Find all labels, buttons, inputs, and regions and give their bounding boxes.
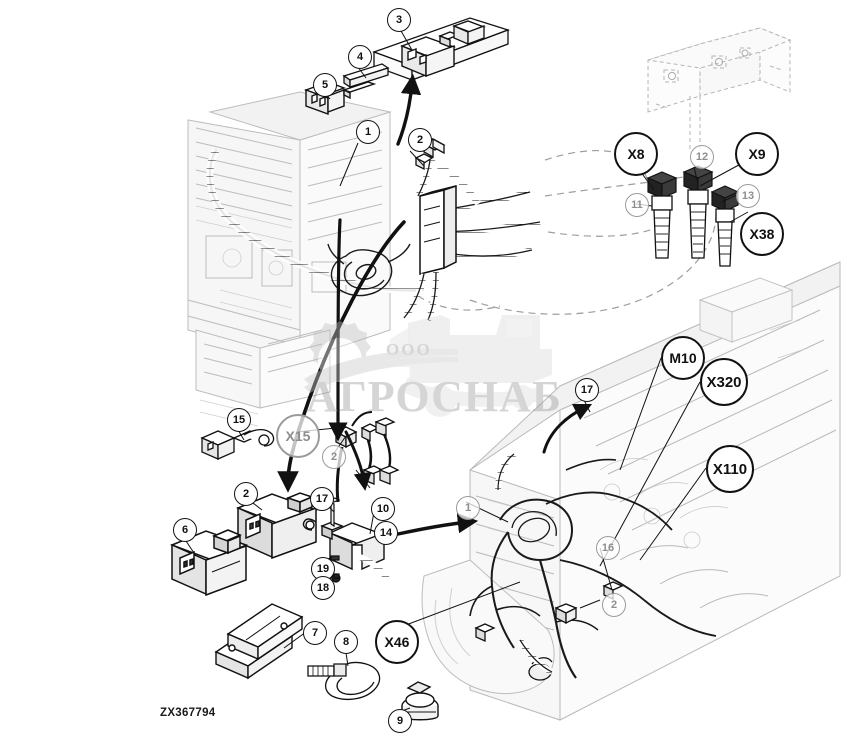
connector-label-x320[interactable]: X320 <box>700 358 748 406</box>
sensor-connector-12 <box>682 165 714 259</box>
item-callout-2[interactable]: 2 <box>602 593 626 617</box>
item-callout-2[interactable]: 2 <box>234 482 258 506</box>
item-callout-12[interactable]: 12 <box>690 145 714 169</box>
sensor-connector-x38 <box>710 185 740 267</box>
connector-label-m10[interactable]: M10 <box>661 336 705 380</box>
item-callout-15[interactable]: 15 <box>227 408 251 432</box>
harness-coil-left <box>327 243 411 297</box>
reference-arrows <box>277 73 593 536</box>
item-callout-8[interactable]: 8 <box>334 630 358 654</box>
item-callout-1[interactable]: 1 <box>456 496 480 520</box>
item-callout-7[interactable]: 7 <box>303 621 327 645</box>
item-callout-9[interactable]: 9 <box>388 709 412 733</box>
item-callout-16[interactable]: 16 <box>596 536 620 560</box>
item-callout-3[interactable]: 3 <box>387 8 411 32</box>
bracket-fasteners <box>667 49 749 81</box>
harness-sleeve-right <box>495 451 554 675</box>
item-callout-17[interactable]: 17 <box>575 378 599 402</box>
connector-label-x38[interactable]: X38 <box>740 212 784 256</box>
connector-label-x46[interactable]: X46 <box>375 620 419 664</box>
connector-label-x110[interactable]: X110 <box>706 445 754 493</box>
part-number-label: ZX367794 <box>160 707 216 719</box>
connector-label-x9[interactable]: X9 <box>735 132 779 176</box>
wire-harness-right <box>469 458 717 679</box>
item-callout-17[interactable]: 17 <box>310 487 334 511</box>
connector-part6 <box>169 529 249 597</box>
item-callout-2[interactable]: 2 <box>322 445 346 469</box>
terminal-pin-part4 <box>342 63 390 89</box>
item-callout-1[interactable]: 1 <box>356 120 380 144</box>
item-callout-13[interactable]: 13 <box>736 184 760 208</box>
harness-junction-block <box>419 184 457 275</box>
sensor-connector-x8 <box>646 171 678 259</box>
connector-label-x8[interactable]: X8 <box>614 132 658 176</box>
item-callout-5[interactable]: 5 <box>313 73 337 97</box>
inset-connector-small <box>452 20 486 45</box>
solenoid-part14 <box>302 518 391 582</box>
item-callout-11[interactable]: 11 <box>625 193 649 217</box>
connector-pigtail-upper <box>414 137 481 206</box>
cable-tie-part8 <box>307 661 381 701</box>
connector-label-x15[interactable]: X15 <box>276 414 320 458</box>
sensor-connector-group <box>646 165 740 267</box>
item-callout-18[interactable]: 18 <box>311 576 335 600</box>
clamp-part7 <box>214 603 304 680</box>
item-callout-14[interactable]: 14 <box>374 521 398 545</box>
item-callout-6[interactable]: 6 <box>173 518 197 542</box>
item-callout-10[interactable]: 10 <box>371 497 395 521</box>
mounting-bracket <box>647 27 792 150</box>
connector-part15 <box>200 428 275 460</box>
junction-lower-leads <box>401 271 439 322</box>
item-callout-2[interactable]: 2 <box>408 128 432 152</box>
item-callout-4[interactable]: 4 <box>348 45 372 69</box>
inset-connector-large <box>400 31 460 78</box>
engine-right-intake <box>698 277 794 343</box>
